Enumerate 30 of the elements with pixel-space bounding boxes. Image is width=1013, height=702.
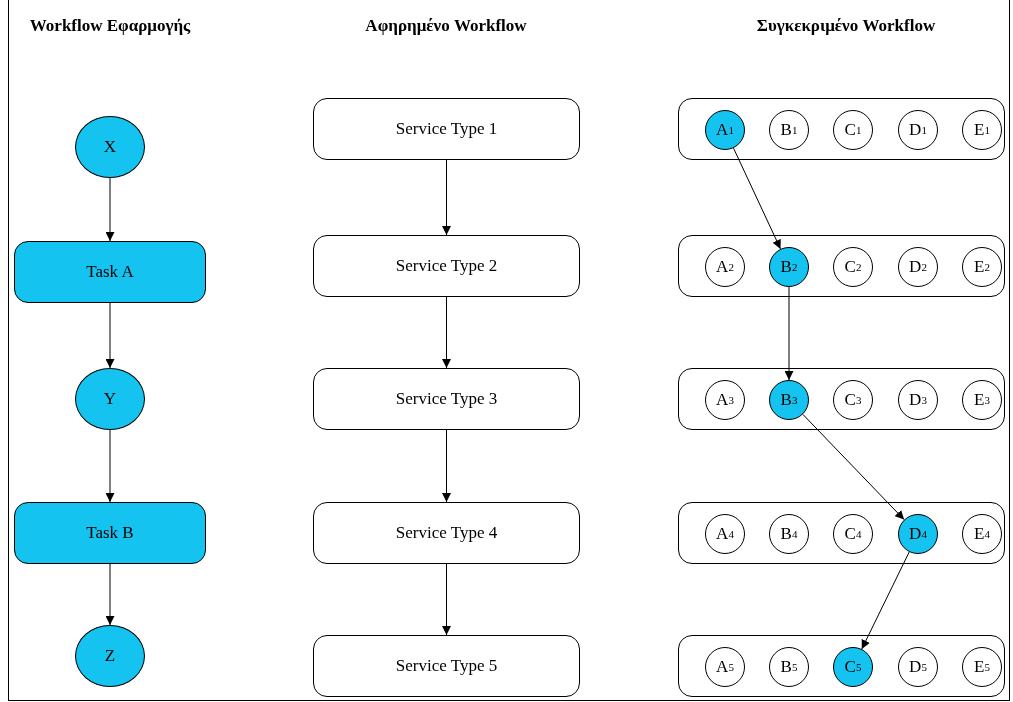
task-box: Task B <box>14 502 206 564</box>
arrow <box>802 413 905 521</box>
service-type-box: Service Type 4 <box>313 502 580 564</box>
arrow <box>442 429 451 503</box>
arrow <box>861 551 910 650</box>
service-group-box <box>678 98 1005 160</box>
state-circle: X <box>75 116 145 178</box>
arrow <box>442 563 451 636</box>
column-heading: Αφηρημένο Workflow <box>364 16 528 36</box>
arrow <box>733 147 781 250</box>
service-group-box <box>678 235 1005 297</box>
service-type-box: Service Type 3 <box>313 368 580 430</box>
arrow <box>442 159 451 236</box>
service-type-box: Service Type 1 <box>313 98 580 160</box>
service-type-box: Service Type 5 <box>313 635 580 697</box>
arrow <box>105 429 115 503</box>
arrow <box>784 286 794 381</box>
service-group-box <box>678 368 1005 430</box>
service-group-box <box>678 502 1005 564</box>
arrow <box>105 302 115 369</box>
column-heading: Συγκεκριμένο Workflow <box>755 16 937 36</box>
arrow <box>442 296 451 369</box>
state-circle: Y <box>75 368 145 430</box>
service-group-box <box>678 635 1005 697</box>
service-type-box: Service Type 2 <box>313 235 580 297</box>
arrow <box>105 177 115 242</box>
column-heading: Workflow Εφαρμογής <box>28 16 192 36</box>
state-circle: Z <box>75 625 145 687</box>
arrow <box>105 563 115 626</box>
task-box: Task A <box>14 241 206 303</box>
